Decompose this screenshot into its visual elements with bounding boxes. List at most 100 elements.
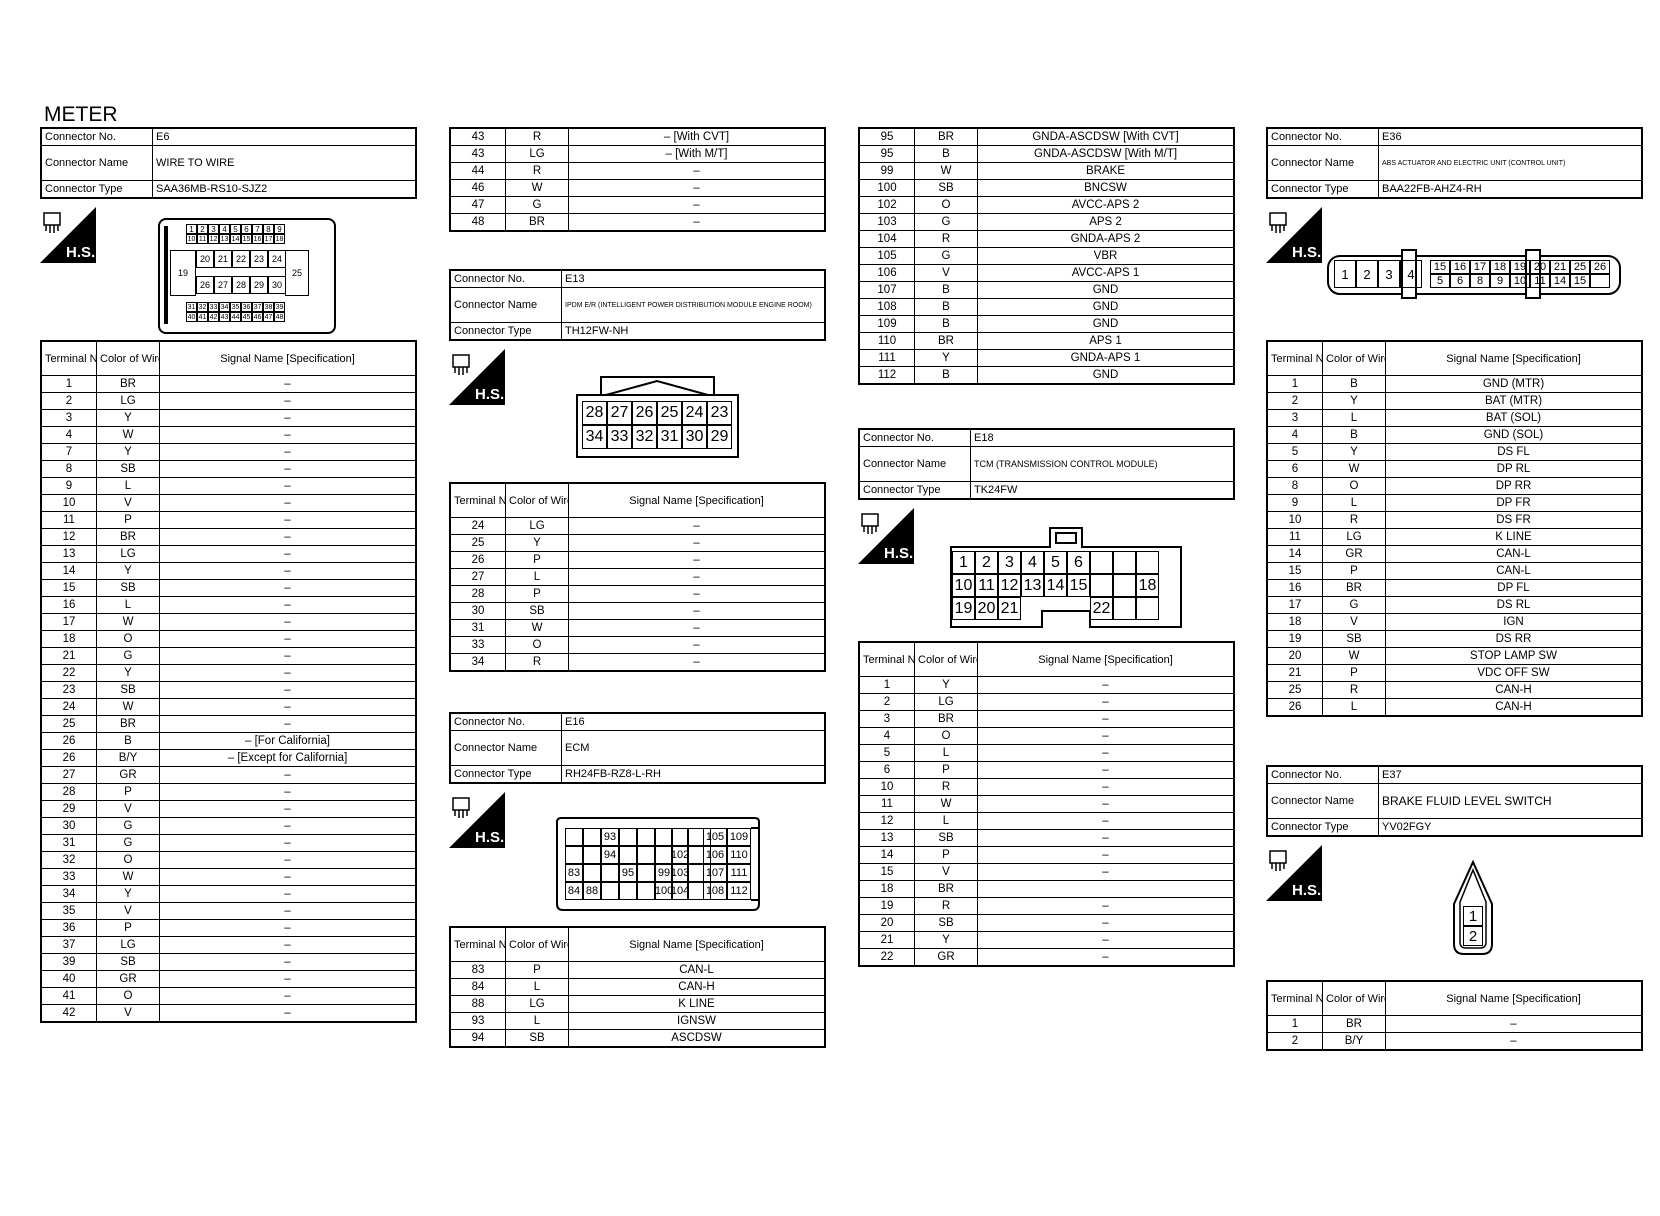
header-color: Color of Wire bbox=[914, 641, 978, 677]
connector-pin bbox=[619, 846, 637, 864]
signal-name: – bbox=[977, 693, 1235, 711]
terminal-no: 6 bbox=[1266, 460, 1323, 478]
wire-color: B/Y bbox=[96, 749, 160, 767]
connector-pin bbox=[1113, 597, 1136, 620]
signal-name: CAN-L bbox=[568, 961, 826, 979]
terminal-no: 39 bbox=[40, 953, 97, 971]
connector-pin: 6 bbox=[241, 224, 252, 234]
signal-name: – bbox=[977, 710, 1235, 728]
signal-name: – bbox=[568, 653, 826, 672]
wire-color: P bbox=[1322, 562, 1386, 580]
connector-pin: 1 bbox=[186, 224, 197, 234]
wire-color: P bbox=[1322, 664, 1386, 682]
terminal-no: 4 bbox=[40, 426, 97, 444]
signal-name: – bbox=[159, 545, 417, 563]
wire-color: SB bbox=[505, 1029, 569, 1048]
connector-pin: 29 bbox=[707, 425, 732, 449]
connector-pin: 8 bbox=[1470, 274, 1490, 288]
wire-color: R bbox=[1322, 681, 1386, 699]
connector-type: BAA22FB-AHZ4-RH bbox=[1378, 180, 1643, 199]
signal-name: GND (MTR) bbox=[1385, 375, 1643, 393]
connector-pin: 19 bbox=[170, 250, 196, 296]
wire-color: Y bbox=[1322, 443, 1386, 461]
harness-side-icon: H.S. bbox=[40, 207, 96, 263]
wire-color: P bbox=[505, 551, 569, 569]
connector-no: E6 bbox=[152, 127, 417, 146]
connector-pin: 40 bbox=[186, 312, 197, 322]
connector-pin: 16 bbox=[252, 234, 263, 244]
signal-name: – bbox=[568, 568, 826, 586]
terminal-no: 109 bbox=[858, 315, 915, 333]
terminal-no: 40 bbox=[40, 970, 97, 988]
wire-color: Y bbox=[914, 931, 978, 949]
terminal-no: 22 bbox=[858, 948, 915, 967]
label-connector-name: Connector Name bbox=[449, 730, 562, 766]
terminal-no: 99 bbox=[858, 162, 915, 180]
signal-name: GND bbox=[977, 315, 1235, 333]
terminal-no: 42 bbox=[40, 1004, 97, 1023]
signal-name: – bbox=[159, 1004, 417, 1023]
connector-pin: 2 bbox=[197, 224, 208, 234]
connector-pin: 2 bbox=[975, 551, 998, 574]
wire-color: BR bbox=[1322, 579, 1386, 597]
connector-pin: 22 bbox=[232, 250, 250, 268]
harness-side-icon: H.S. bbox=[449, 792, 505, 848]
wire-color: BR bbox=[914, 710, 978, 728]
wire-color: W bbox=[96, 698, 160, 716]
terminal-no: 26 bbox=[40, 732, 97, 750]
wire-color: R bbox=[1322, 511, 1386, 529]
terminal-no: 20 bbox=[1266, 647, 1323, 665]
connector-pin: 30 bbox=[268, 276, 286, 294]
wire-color: SB bbox=[1322, 630, 1386, 648]
connector-pin: 12 bbox=[998, 574, 1021, 597]
signal-name: GNDA-APS 2 bbox=[977, 230, 1235, 248]
terminal-no: 108 bbox=[858, 298, 915, 316]
signal-name: DS RL bbox=[1385, 596, 1643, 614]
signal-name: – bbox=[159, 596, 417, 614]
connector-pin: 11 bbox=[197, 234, 208, 244]
terminal-no: 24 bbox=[40, 698, 97, 716]
connector-pin: 35 bbox=[230, 302, 241, 312]
signal-name: – bbox=[159, 613, 417, 631]
connector-pin: 24 bbox=[682, 401, 707, 425]
signal-name: – bbox=[159, 698, 417, 716]
signal-name: DP FL bbox=[1385, 579, 1643, 597]
terminal-no: 2 bbox=[40, 392, 97, 410]
signal-name: – bbox=[977, 778, 1235, 796]
signal-name: – bbox=[568, 213, 826, 232]
label-connector-name: Connector Name bbox=[449, 287, 562, 323]
connector-pin: 27 bbox=[607, 401, 632, 425]
label-connector-type: Connector Type bbox=[1266, 818, 1379, 837]
connector-no: E18 bbox=[970, 428, 1235, 447]
label-connector-type: Connector Type bbox=[858, 481, 971, 500]
terminal-no: 5 bbox=[1266, 443, 1323, 461]
terminal-no: 10 bbox=[40, 494, 97, 512]
wire-color: L bbox=[914, 812, 978, 830]
signal-name: – bbox=[977, 727, 1235, 745]
connector-pin: 15 bbox=[1570, 274, 1590, 288]
connector-pin: 30 bbox=[682, 425, 707, 449]
terminal-no: 100 bbox=[858, 179, 915, 197]
